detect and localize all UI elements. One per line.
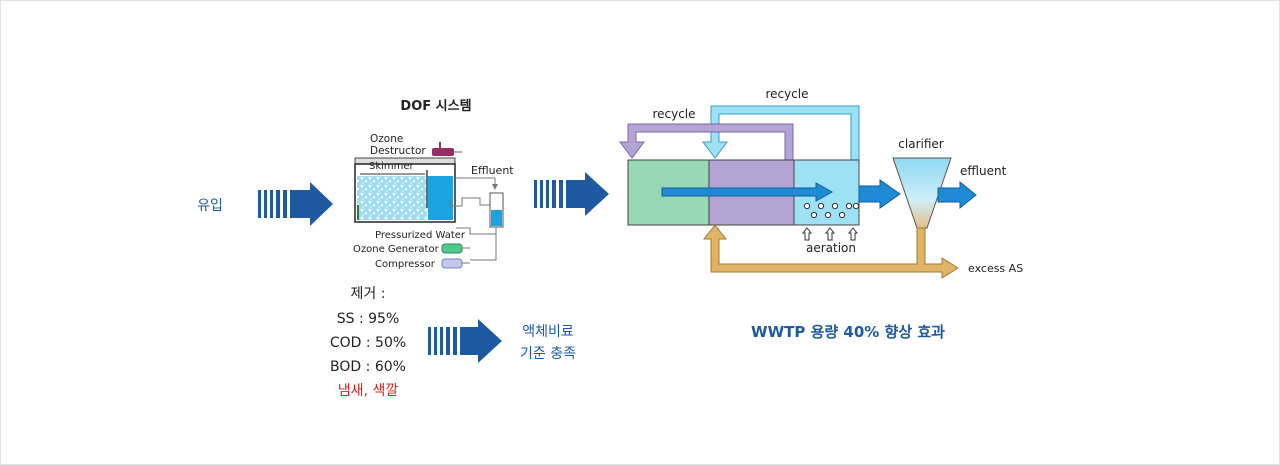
excess-as-label: excess AS — [968, 262, 1023, 275]
recycle-top-label: recycle — [765, 87, 808, 101]
compressor-unit — [441, 258, 470, 269]
recycle-loop-top — [702, 105, 860, 161]
inflow-label: 유입 — [197, 198, 223, 214]
clarifier-label: clarifier — [898, 137, 943, 151]
pressurized-water-vessel — [456, 192, 504, 261]
result-line-1: 액체비료 — [522, 324, 574, 340]
dof-title: DOF 시스템 — [400, 99, 471, 114]
ozone-destructor-unit — [432, 142, 462, 156]
removal-odor-color: 냄새, 색깔 — [338, 383, 399, 399]
compressor-label: Compressor — [375, 259, 436, 270]
pressurized-water-label: Pressurized Water — [375, 230, 466, 241]
result-arrow — [428, 319, 502, 363]
clarifier — [892, 157, 952, 229]
recycle-loop-left — [619, 123, 794, 161]
dof-effluent-label: Effluent — [471, 164, 514, 177]
wwtp-caption: WWTP 용량 40% 향상 효과 — [751, 323, 945, 341]
removal-title: 제거 : — [351, 286, 386, 302]
dof-tank — [354, 157, 456, 223]
transfer-arrow — [534, 172, 609, 216]
aeration-bubbles — [803, 202, 860, 219]
inflow-arrow — [258, 182, 333, 226]
dof-effluent-pipe — [449, 177, 498, 207]
skimmer-label: Skimmer — [369, 161, 415, 172]
return-sludge-line — [702, 224, 959, 279]
aeration-input-arrows — [801, 227, 859, 241]
removal-ss: SS : 95% — [337, 311, 400, 327]
result-line-2: 기준 충족 — [520, 346, 576, 362]
effluent-arrow — [937, 180, 977, 210]
recycle-left-label: recycle — [652, 107, 695, 121]
ozone-destructor-label-1: Ozone — [370, 133, 403, 145]
to-clarifier-arrow — [858, 179, 901, 209]
internal-flow-arrow — [661, 182, 834, 202]
ozone-generator-unit — [441, 243, 470, 254]
aeration-label: aeration — [806, 241, 856, 255]
removal-cod: COD : 50% — [330, 335, 406, 351]
removal-bod: BOD : 60% — [330, 359, 406, 375]
ozone-generator-label: Ozone Generator — [353, 244, 440, 255]
ozone-destructor-label-2: Destructor — [370, 145, 426, 157]
effluent-label: effluent — [960, 164, 1007, 178]
